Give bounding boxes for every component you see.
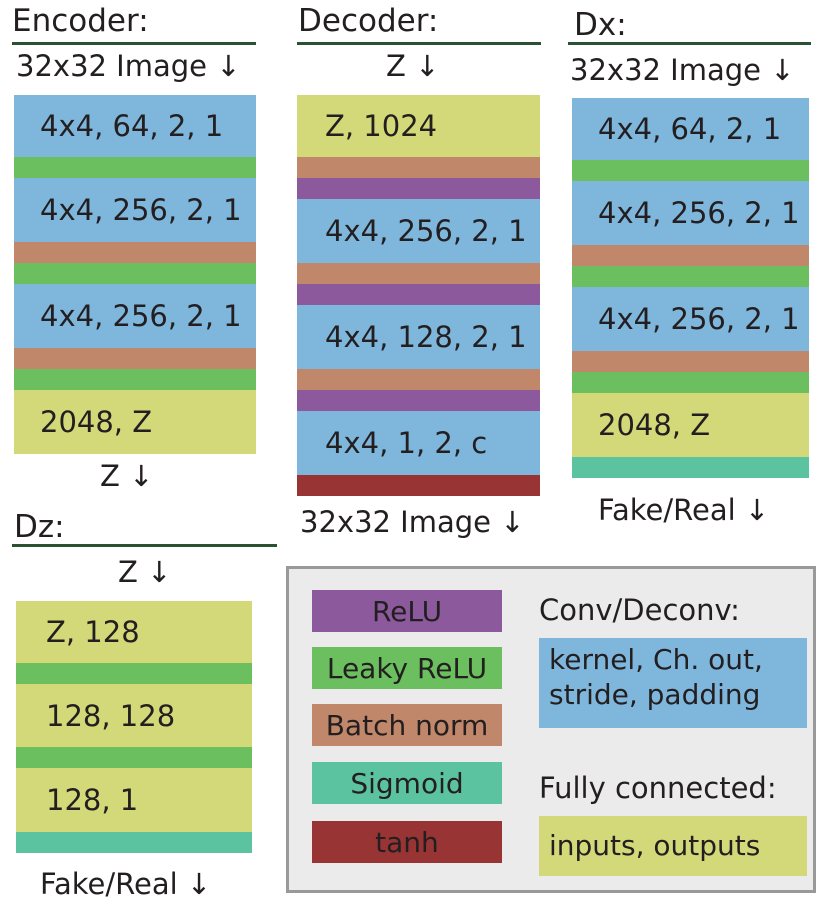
encoder-fc-layer: 2048, Z — [14, 390, 256, 454]
decoder-output-text: 32x32 Image — [300, 505, 492, 539]
dz-fc-layer-2: 128, 128 — [16, 684, 252, 747]
decoder-title: Decoder: — [298, 3, 439, 39]
decoder-title-rule — [297, 42, 541, 45]
dx-input-label: 32x32 Image ↓ — [570, 56, 795, 85]
decoder-relu — [297, 178, 540, 199]
decoder-input-text: Z — [386, 49, 406, 83]
legend-relu-swatch: ReLU — [312, 590, 502, 632]
legend-tanh-swatch: tanh — [312, 821, 502, 863]
legend-conv-title: Conv/Deconv: — [539, 593, 740, 627]
decoder-relu — [297, 390, 540, 411]
encoder-leaky-relu — [14, 157, 256, 178]
encoder-title-rule — [12, 42, 256, 45]
dx-sigmoid — [572, 457, 809, 478]
decoder-deconv-layer-1: 4x4, 256, 2, 1 — [297, 199, 540, 263]
encoder-conv-layer-3: 4x4, 256, 2, 1 — [14, 284, 256, 348]
dx-batch-norm — [572, 245, 809, 266]
dz-fc-layer-3: 128, 1 — [16, 768, 252, 832]
dz-title: Dz: — [14, 509, 65, 545]
down-arrow-icon: ↓ — [770, 53, 795, 87]
decoder-output-label: 32x32 Image ↓ — [300, 508, 525, 537]
encoder-output-text: Z — [100, 459, 120, 493]
dz-sigmoid — [16, 832, 252, 853]
down-arrow-icon: ↓ — [129, 459, 154, 493]
decoder-tanh — [297, 475, 540, 496]
down-arrow-icon: ↓ — [744, 493, 770, 527]
dz-output-text: Fake/Real — [40, 867, 178, 901]
dx-leaky-relu — [572, 160, 809, 181]
legend-fc-swatch: inputs, outputs — [539, 816, 807, 876]
decoder-batch-norm — [297, 263, 540, 284]
legend-panel: ReLU Leaky ReLU Batch norm Sigmoid tanh … — [286, 566, 816, 893]
dz-title-rule — [12, 544, 277, 547]
dx-title: Dx: — [574, 7, 627, 43]
encoder-input-label: 32x32 Image ↓ — [16, 52, 241, 81]
legend-conv-swatch: kernel, Ch. out, stride, padding — [539, 638, 807, 728]
down-arrow-icon: ↓ — [415, 49, 440, 83]
dz-fc-layer-1: Z, 128 — [16, 601, 252, 663]
legend-conv-desc-line-2: stride, padding — [549, 678, 761, 712]
legend-conv-desc-line-1: kernel, Ch. out, — [549, 643, 763, 676]
dz-input-text: Z — [118, 555, 138, 589]
dx-leaky-relu — [572, 372, 809, 393]
encoder-conv-layer-2: 4x4, 256, 2, 1 — [14, 178, 256, 242]
encoder-title: Encoder: — [12, 3, 149, 39]
dx-output-text: Fake/Real — [598, 493, 736, 527]
encoder-conv-layer-1: 4x4, 64, 2, 1 — [14, 95, 256, 157]
dz-leaky-relu — [16, 747, 252, 768]
decoder-batch-norm — [297, 369, 540, 390]
dz-input-label: Z ↓ — [118, 558, 171, 587]
down-arrow-icon: ↓ — [500, 505, 525, 539]
encoder-batch-norm — [14, 348, 256, 369]
decoder-batch-norm — [297, 157, 540, 178]
decoder-input-label: Z ↓ — [386, 52, 439, 81]
dz-output-label: Fake/Real ↓ — [40, 870, 211, 899]
dx-batch-norm — [572, 351, 809, 372]
legend-batch-norm-swatch: Batch norm — [312, 704, 502, 746]
dx-conv-layer-3: 4x4, 256, 2, 1 — [572, 287, 809, 351]
dx-conv-layer-1: 4x4, 64, 2, 1 — [572, 98, 809, 160]
down-arrow-icon: ↓ — [216, 49, 241, 83]
encoder-output-label: Z ↓ — [100, 462, 153, 491]
legend-fc-title: Fully connected: — [539, 771, 777, 805]
legend-sigmoid-swatch: Sigmoid — [312, 762, 502, 804]
encoder-leaky-relu — [14, 369, 256, 390]
dx-output-label: Fake/Real ↓ — [598, 496, 769, 525]
decoder-deconv-layer-3: 4x4, 1, 2, c — [297, 411, 540, 475]
encoder-leaky-relu — [14, 263, 256, 284]
decoder-fc-layer: Z, 1024 — [297, 95, 540, 157]
legend-leaky-relu-swatch: Leaky ReLU — [312, 647, 502, 689]
encoder-batch-norm — [14, 242, 256, 263]
dx-conv-layer-2: 4x4, 256, 2, 1 — [572, 181, 809, 245]
dz-leaky-relu — [16, 663, 252, 684]
dx-input-text: 32x32 Image — [570, 53, 762, 87]
encoder-input-text: 32x32 Image — [16, 49, 208, 83]
down-arrow-icon: ↓ — [147, 555, 172, 589]
decoder-relu — [297, 284, 540, 305]
decoder-deconv-layer-2: 4x4, 128, 2, 1 — [297, 305, 540, 369]
dx-leaky-relu — [572, 266, 809, 287]
down-arrow-icon: ↓ — [186, 867, 212, 901]
dx-fc-layer: 2048, Z — [572, 393, 809, 457]
dx-title-rule — [568, 42, 811, 45]
